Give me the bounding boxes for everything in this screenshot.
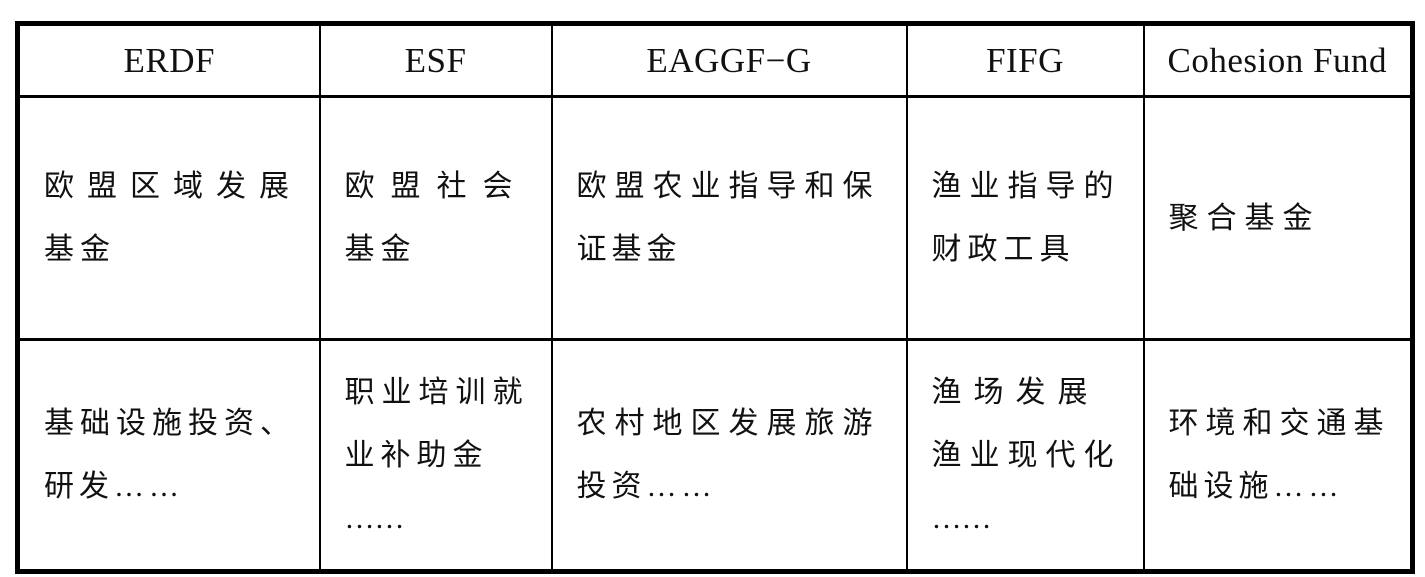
fund-descriptions-row: 基础设施投资、 研发…… 职业培训就 业补助金 …… 农村地区发展旅游 投资………: [16, 338, 1414, 573]
fund-desc-line: 研发……: [44, 470, 184, 503]
table-header-row: ERDF ESF EAGGF−G FIFG Cohesion Fund: [16, 22, 1414, 98]
fund-desc-line: ……: [344, 501, 405, 535]
fund-names-row: 欧盟区域发展 基金 欧盟社会 基金 欧盟农业指导和保 证基金 渔业指导的 财政工…: [16, 95, 1414, 341]
header-cell-eaggf-g: EAGGF−G: [550, 22, 908, 98]
fund-desc-line: 职业培训就: [344, 375, 530, 409]
header-cell-esf: ESF: [318, 22, 553, 98]
eu-funds-table: ERDF ESF EAGGF−G FIFG Cohesion Fund 欧盟区域…: [15, 21, 1415, 574]
fund-name-line: 聚合基金: [1168, 201, 1321, 235]
fund-desc-line: 础设施……: [1168, 470, 1344, 503]
fund-name-line: 基金: [44, 233, 116, 266]
header-cell-erdf: ERDF: [16, 22, 321, 98]
fund-desc-cell-eaggf-g: 农村地区发展旅游 投资……: [550, 338, 908, 573]
fund-name-cell-erdf: 欧盟区域发展 基金: [16, 95, 321, 341]
fund-desc-cell-esf: 职业培训就 业补助金 ……: [318, 338, 553, 573]
fund-desc-line: 业补助金: [344, 438, 489, 472]
fund-desc-cell-fifg: 渔场发展 渔业现代化 ……: [905, 338, 1145, 573]
fund-name-line: 基金: [344, 233, 417, 266]
header-cell-cohesion-fund: Cohesion Fund: [1142, 22, 1414, 98]
fund-name-line: 证基金: [576, 233, 682, 266]
fund-name-cell-eaggf-g: 欧盟农业指导和保 证基金: [550, 95, 908, 341]
fund-desc-line: 基础设施投资、: [44, 407, 296, 440]
fund-name-line: 渔业指导的: [931, 170, 1122, 203]
fund-desc-line: ……: [931, 501, 992, 535]
fund-desc-line: 投资……: [576, 470, 717, 503]
header-cell-fifg: FIFG: [905, 22, 1145, 98]
fund-name-cell-esf: 欧盟社会 基金: [318, 95, 553, 341]
fund-desc-cell-erdf: 基础设施投资、 研发……: [16, 338, 321, 573]
fund-desc-line: 环境和交通基: [1168, 407, 1391, 440]
fund-desc-cell-cohesion-fund: 环境和交通基 础设施……: [1142, 338, 1414, 573]
fund-desc-line: 渔业现代化: [931, 438, 1122, 472]
fund-desc-line: 渔场发展: [931, 375, 1100, 409]
fund-name-line: 欧盟社会: [344, 170, 529, 203]
fund-name-cell-cohesion-fund: 聚合基金: [1142, 95, 1414, 341]
fund-name-cell-fifg: 渔业指导的 财政工具: [905, 95, 1145, 341]
fund-name-line: 欧盟农业指导和保: [576, 170, 881, 203]
fund-name-line: 财政工具: [931, 233, 1076, 266]
fund-desc-line: 农村地区发展旅游: [576, 407, 881, 440]
fund-name-line: 欧盟区域发展: [44, 170, 302, 203]
